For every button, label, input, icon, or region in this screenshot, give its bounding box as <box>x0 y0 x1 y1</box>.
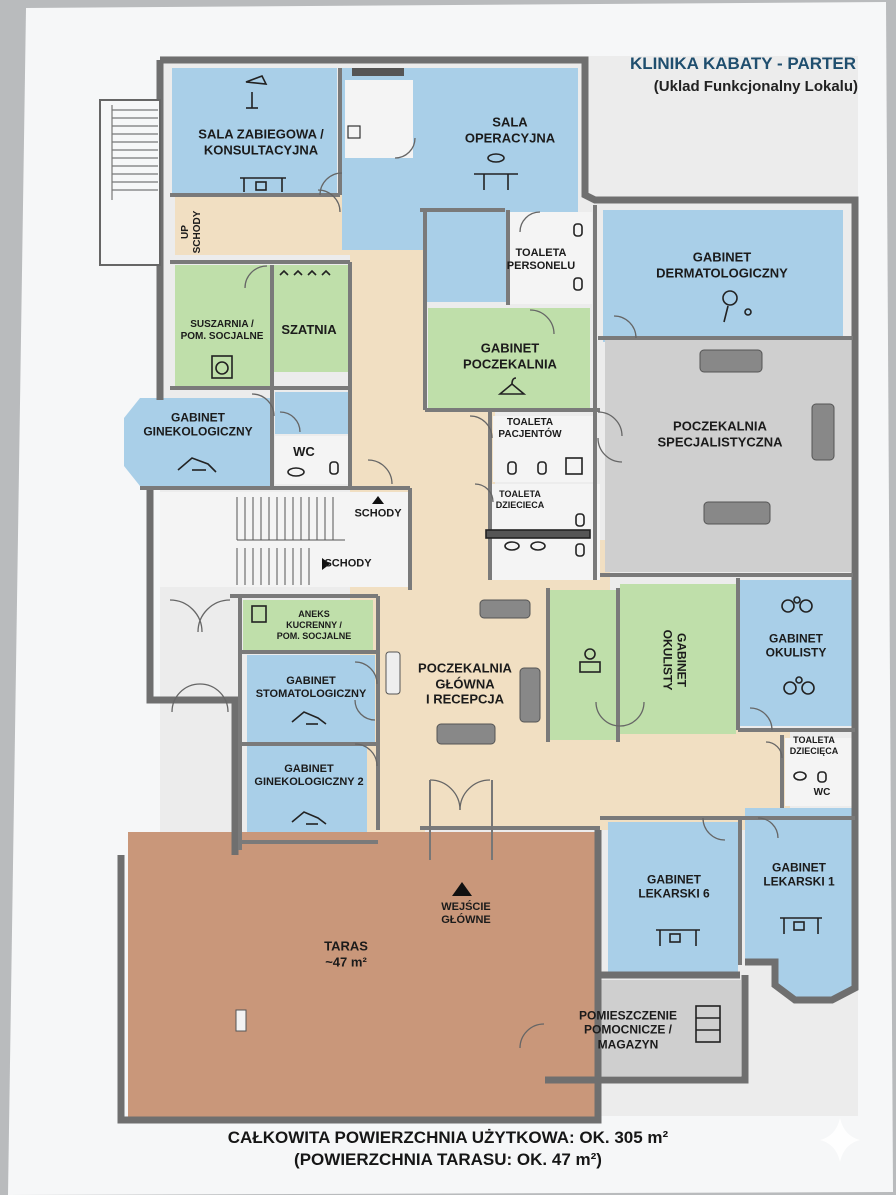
room-op-annex <box>425 210 507 302</box>
room-gabinet-ginekologiczny-2 <box>247 746 367 839</box>
exterior-staircase <box>99 99 161 266</box>
desk-icon <box>780 917 822 934</box>
terrace-outlet <box>235 1009 247 1032</box>
toilet-icon <box>793 771 827 783</box>
desk-icon <box>656 929 700 946</box>
page-subtitle: (Uklad Funkcjonalny Lokalu) <box>653 78 858 95</box>
ceiling-strip <box>352 68 404 76</box>
optometry-phoropter-icon <box>783 676 815 695</box>
footer-terrace-area: (POWIERZCHNIA TARASU: OK. 47 m²) <box>294 1150 602 1169</box>
label-poczekalnia-glowna: POCZEKALNIA GŁÓWNA I RECEPCJA <box>418 660 512 707</box>
label-poczekalnia-specjalistyczna: POCZEKALNIA SPECJALISTYCZNA <box>657 418 783 449</box>
label-gabinet-ginekologiczny-2: GABINET GINEKOLOGICZNY 2 <box>254 762 364 788</box>
toilet-icon <box>573 223 583 291</box>
sofa-icon <box>436 723 496 745</box>
sofa-icon <box>479 599 531 619</box>
label-wc-2: WC <box>813 787 831 798</box>
sofa-icons <box>385 349 835 745</box>
doors <box>169 137 783 1049</box>
room-szatnia <box>270 265 348 372</box>
counter-icon <box>485 529 591 539</box>
footer-total-area: CAŁKOWITA POWIERZCHNIA UŻYTKOWA: OK. 305… <box>227 1128 669 1147</box>
room-gabinet-ginekologiczny <box>124 398 272 486</box>
walls <box>117 56 859 1124</box>
dental-chair-icon <box>291 711 327 725</box>
sofa-icon <box>385 651 401 695</box>
lamp-icon <box>245 74 268 109</box>
label-gabinet-okulisty-green: GABINET OKULISTY <box>660 629 689 691</box>
shelving-icon <box>695 1005 721 1043</box>
label-schody-1: SCHODY <box>354 507 402 520</box>
page-title: KLINIKA KABATY - PARTER <box>629 54 856 73</box>
sofa-icon <box>811 403 835 461</box>
dermatoscope-icon <box>722 290 752 323</box>
sparkle-icon <box>820 1118 860 1162</box>
label-schody-2: SCHODY <box>324 557 372 570</box>
dental-chair-icon <box>291 811 327 825</box>
room-gabinet-okulisty-blue <box>740 580 852 726</box>
operating-table-icon <box>474 153 518 190</box>
entrance-vestibule <box>429 780 493 860</box>
label-up-schody: UP SCHODY <box>180 210 203 254</box>
label-toaleta-pacjentow: TOALETA PACJENTÓW <box>498 417 562 440</box>
coat-hooks-icon <box>279 269 331 276</box>
corridor <box>175 195 790 850</box>
label-aneks-kuchenny: ANEKS KUCRENNY / POM. SOCJALNE <box>276 608 352 641</box>
toilet-icon <box>507 457 583 475</box>
receptionist-icon <box>579 648 601 673</box>
terrace <box>128 832 596 1118</box>
label-wc-1: WC <box>293 444 315 460</box>
sofa-icon <box>699 349 763 373</box>
label-gabinet-dermatologiczny: GABINET DERMATOLOGICZNY <box>656 249 788 280</box>
label-sala-operacyjna: SALA OPERACYJNA <box>464 114 556 145</box>
room-gabinet-okulisty-green-a <box>550 590 620 740</box>
inner-walls <box>140 68 855 965</box>
label-gabinet-okulisty-blue: GABINET OKULISTY <box>765 631 827 660</box>
label-toaleta-dziecieca-1: TOALETA DZIECIECA <box>495 489 545 510</box>
toilet-icon <box>287 461 339 477</box>
room-sala-zabiegowa <box>172 68 337 195</box>
sink-icon <box>251 605 267 623</box>
room-gabinet-lekarski-1 <box>745 808 855 998</box>
label-wejscie: WEJŚCIE GŁÓWNE <box>441 900 491 926</box>
room-gabinet-okulisty-green-b <box>620 584 736 734</box>
sink-icon <box>347 125 361 139</box>
label-gabinet-ginekologiczny: GABINET GINEKOLOGICZNY <box>143 410 253 439</box>
label-suszarnia: SUSZARNIA / POM. SOCJALNE <box>180 319 264 342</box>
equipment-icons <box>177 74 827 1043</box>
label-szatnia: SZATNIA <box>281 322 337 338</box>
sofa-icon <box>703 501 771 525</box>
label-gabinet-stomatologiczny: GABINET STOMATOLOGICZNY <box>255 674 367 700</box>
support-rooms <box>175 265 736 740</box>
room-gabinet-stomatologiczny <box>247 655 375 743</box>
dental-chair-icon <box>177 457 217 473</box>
sofa-icon <box>519 667 541 723</box>
room-suszarnia <box>175 265 270 387</box>
label-toaleta-personelu: TOALETA PERSONELU <box>506 246 576 272</box>
room-aneks-kuchenny <box>243 600 373 652</box>
label-toaleta-dziecieca-2: TOALETA DZIECIĘCA <box>789 735 839 756</box>
room-gabinet-lekarski-6 <box>608 822 738 972</box>
clinical-rooms <box>124 68 855 998</box>
label-gabinet-lekarski-6: GABINET LEKARSKI 6 <box>638 872 710 901</box>
label-gabinet-poczekalnia: GABINET POCZEKALNIA <box>463 340 557 371</box>
label-sala-zabiegowa: SALA ZABIEGOWA / KONSULTACYJNA <box>198 126 324 157</box>
label-taras: TARAS ~47 m² <box>324 938 368 969</box>
room-gabinet-dermatologiczny <box>603 210 843 342</box>
room-poczekalnia-specjalistyczna <box>605 340 851 572</box>
optometry-phoropter-icon <box>781 596 813 613</box>
label-gabinet-lekarski-1: GABINET LEKARSKI 1 <box>763 860 835 889</box>
interior-staircase <box>236 497 345 585</box>
room-gabinet-poczekalnia <box>428 308 590 410</box>
label-pomieszczenie: POMIESZCZENIE POMOCNICZE / MAGAZYN <box>578 1008 678 1052</box>
entrance-arrow-icon <box>452 882 472 896</box>
toilet-icon <box>504 513 585 557</box>
hanger-icon <box>497 377 527 395</box>
stairs-up-arrow-icon <box>372 496 384 504</box>
stairs-arrow-icon <box>322 558 330 570</box>
desk-icon <box>240 177 286 192</box>
washing-machine-icon <box>211 355 233 379</box>
